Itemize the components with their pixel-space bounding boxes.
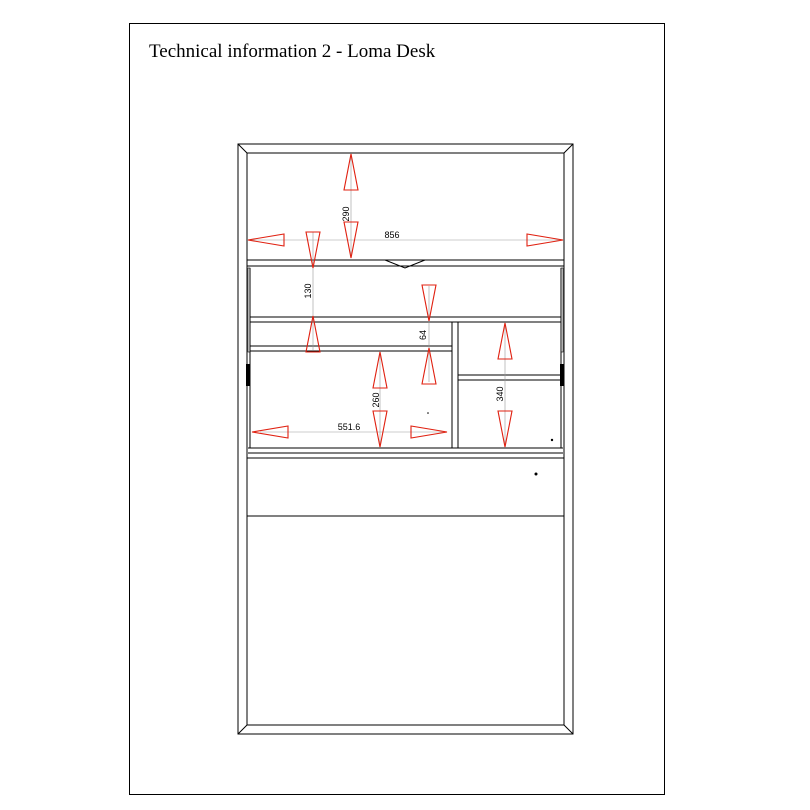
- arrow-up-icon: [421, 347, 437, 385]
- arrow-up-icon: [497, 322, 513, 360]
- arrow-left-icon: [251, 425, 289, 439]
- arrow-up-icon: [372, 351, 388, 389]
- arrow-down-icon: [497, 410, 513, 448]
- dimension-label-551-6: 551.6: [338, 422, 361, 432]
- desk-interior: [247, 268, 564, 517]
- keyhole-icon: [534, 472, 538, 476]
- arrow-left-icon: [247, 233, 285, 247]
- hinge-icon-right: [560, 267, 564, 386]
- dimension-label-290: 290: [341, 206, 351, 221]
- desk-top-edge: [247, 259, 564, 269]
- dimension-label-260: 260: [371, 392, 381, 407]
- arrow-down-icon: [421, 284, 437, 322]
- arrow-right-icon: [410, 425, 448, 439]
- cable-hole-icon: [550, 438, 554, 442]
- hinge-icon-left: [246, 267, 251, 386]
- dimension-label-856: 856: [384, 230, 399, 240]
- screw-dot-icon: [427, 412, 429, 414]
- arrow-up-icon: [343, 153, 359, 191]
- drawing-sheet-border: [129, 23, 665, 795]
- arrow-up-icon: [305, 315, 321, 353]
- dimension-arrows: [247, 153, 564, 448]
- arrow-down-icon: [343, 221, 359, 259]
- dimension-lines: [250, 155, 561, 446]
- cabinet-frame: [237, 143, 574, 735]
- dimension-label-130: 130: [303, 283, 313, 298]
- arrow-down-icon: [305, 231, 321, 269]
- dimension-label-340: 340: [495, 386, 505, 401]
- arrow-down-icon: [372, 410, 388, 448]
- dimension-label-64: 64: [418, 330, 428, 340]
- page-title: Technical information 2 - Loma Desk: [149, 41, 436, 62]
- arrow-right-icon: [526, 233, 564, 247]
